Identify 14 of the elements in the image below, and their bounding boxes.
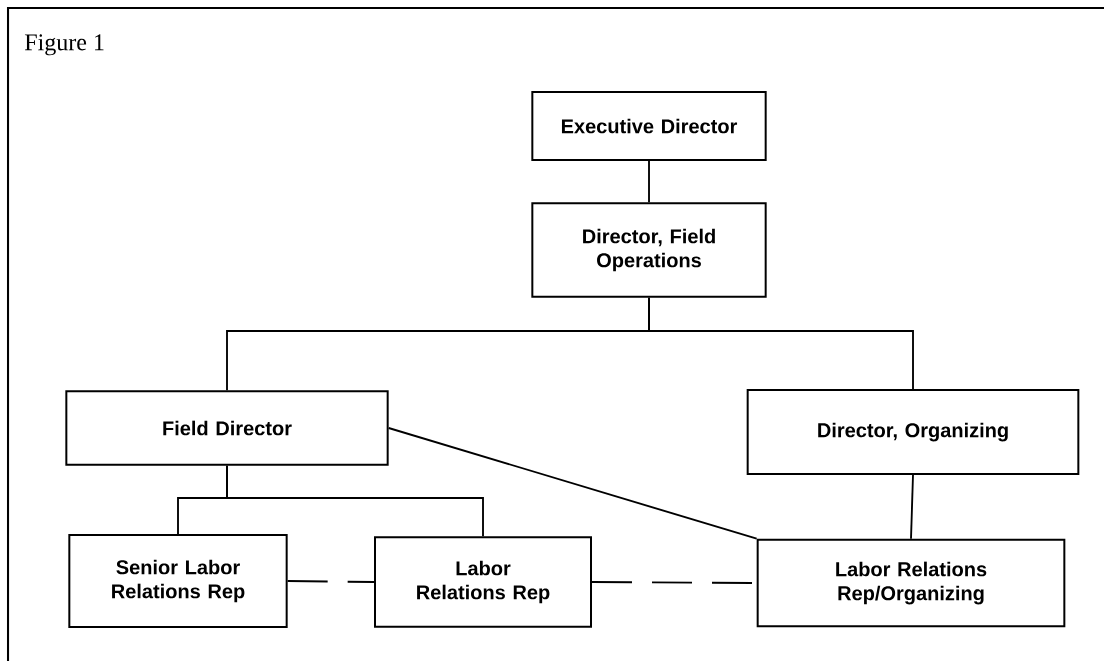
connector-line: [286, 580, 375, 583]
org-box: Labor Relations Rep/Organizing: [756, 538, 1066, 628]
org-box: Field Director: [65, 390, 389, 466]
org-box: Labor Relations Rep: [374, 536, 592, 628]
connector-line: [226, 464, 484, 538]
connector-line: [648, 160, 650, 204]
org-box: Director, Field Operations: [531, 202, 767, 298]
figure-title: Figure 1: [24, 34, 104, 56]
org-box: Director, Organizing: [746, 389, 1080, 475]
org-box: Senior Labor Relations Rep: [68, 534, 288, 628]
org-box: Executive Director: [531, 91, 767, 161]
connector-line: [387, 427, 758, 540]
connector-line: [910, 474, 914, 540]
connector-line: [648, 296, 914, 390]
